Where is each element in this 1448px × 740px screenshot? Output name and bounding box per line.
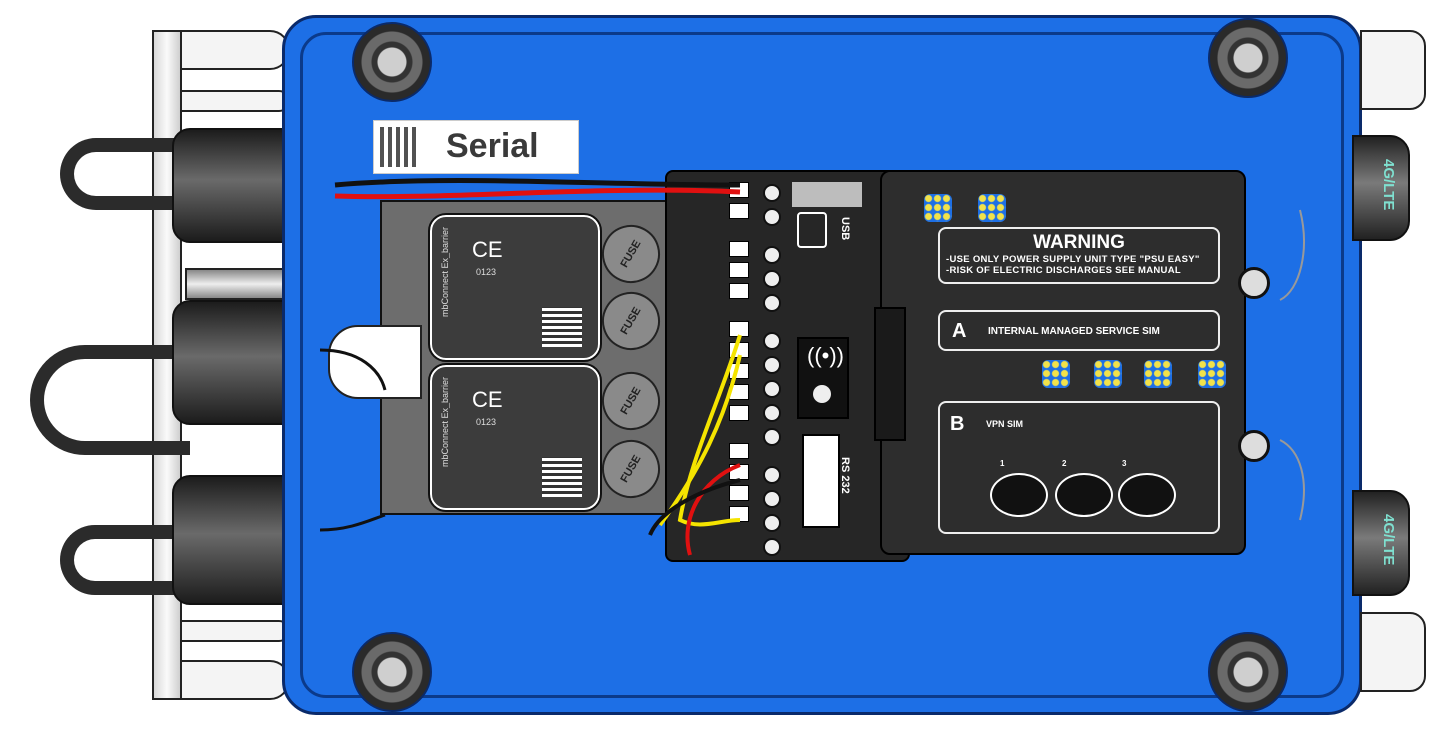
sim-insert-step2-icon [1055, 473, 1113, 517]
step-number: 1 [1000, 459, 1005, 468]
serial-text: Serial [446, 127, 539, 165]
top-cap [792, 182, 862, 207]
datamatrix-code-icon [380, 127, 420, 167]
usb-label: USB [839, 217, 851, 241]
sim-a-label: INTERNAL MANAGED SERVICE SIM [988, 326, 1160, 337]
barrier-label-plate: mbConnect Ex_barrier CE 0123 [428, 213, 602, 362]
warning-title: WARNING [1033, 232, 1125, 253]
antenna-cable [1279, 209, 1305, 301]
step-number: 3 [1122, 459, 1127, 468]
corner-screw-icon [1208, 632, 1288, 712]
antenna-jack [813, 385, 831, 403]
ce-mark: CE [472, 237, 503, 262]
cover-screw-icon [1238, 430, 1270, 462]
sim-b-label: VPN SIM [986, 419, 1024, 429]
cable-bend [328, 325, 422, 399]
led-indicator [924, 194, 952, 222]
sim-slot-a[interactable]: A INTERNAL MANAGED SERVICE SIM [938, 310, 1220, 351]
sim-slot-b[interactable]: B VPN SIM 1 2 3 [938, 401, 1220, 534]
cover-screw-icon [1238, 267, 1270, 299]
antenna-cable [1279, 439, 1305, 521]
led-indicator [1094, 360, 1122, 388]
router-terminal-block: USB ((•)) RS 232 [665, 170, 910, 562]
terminal-screws [763, 184, 781, 556]
led-indicator [1144, 360, 1172, 388]
rs232-port[interactable] [802, 434, 840, 528]
serial-label: Serial [373, 120, 579, 174]
led-indicator [978, 194, 1006, 222]
sim-b-letter: B [950, 413, 965, 435]
mounting-tab [1360, 30, 1426, 110]
wire-red [334, 187, 741, 200]
antenna-label: 4G/LTE [1380, 514, 1397, 566]
qr-code-icon [542, 457, 582, 497]
wire-black [648, 478, 741, 536]
wire-yellow [677, 334, 742, 527]
antenna-connector: 4G/LTE [1352, 135, 1410, 241]
wire-red [685, 463, 741, 556]
wire-black [319, 513, 386, 532]
sim-a-letter: A [952, 320, 967, 342]
corner-screw-icon [352, 632, 432, 712]
led-indicator [1042, 360, 1070, 388]
antenna-connector: 4G/LTE [1352, 490, 1410, 596]
corner-screw-icon [352, 22, 432, 102]
mounting-bracket-top [180, 30, 290, 70]
warning-line: -RISK OF ELECTRIC DISCHARGES SEE MANUAL [946, 265, 1181, 276]
sim-insert-step3-icon [1118, 473, 1176, 517]
expansion-connector [874, 307, 906, 441]
usb-port[interactable] [797, 212, 827, 248]
wire-yellow [658, 354, 742, 527]
rs232-label: RS 232 [839, 457, 851, 494]
qr-code-icon [542, 307, 582, 347]
wifi-icon: ((•)) [807, 343, 845, 368]
antenna-label: 4G/LTE [1380, 159, 1397, 211]
warning-label: WARNING -USE ONLY POWER SUPPLY UNIT TYPE… [938, 227, 1220, 284]
notified-body-code: 0123 [476, 417, 497, 427]
wire-black [334, 178, 741, 188]
cable-loop [30, 345, 190, 455]
corner-screw-icon [1208, 18, 1288, 98]
wifi-module: ((•)) [797, 337, 849, 419]
barrier-label-plate: mbConnect Ex_barrier CE 0123 [428, 363, 602, 512]
enclosure-lip [300, 32, 1344, 698]
sim-insert-step1-icon [990, 473, 1048, 517]
mounting-tab [1360, 612, 1426, 692]
wire-black [319, 348, 387, 391]
notified-body-code: 0123 [476, 267, 497, 277]
warning-line: -USE ONLY POWER SUPPLY UNIT TYPE "PSU EA… [946, 254, 1200, 265]
step-number: 2 [1062, 459, 1067, 468]
ce-mark: CE [472, 387, 503, 412]
led-indicator [1198, 360, 1226, 388]
terminal-slots [729, 182, 749, 522]
